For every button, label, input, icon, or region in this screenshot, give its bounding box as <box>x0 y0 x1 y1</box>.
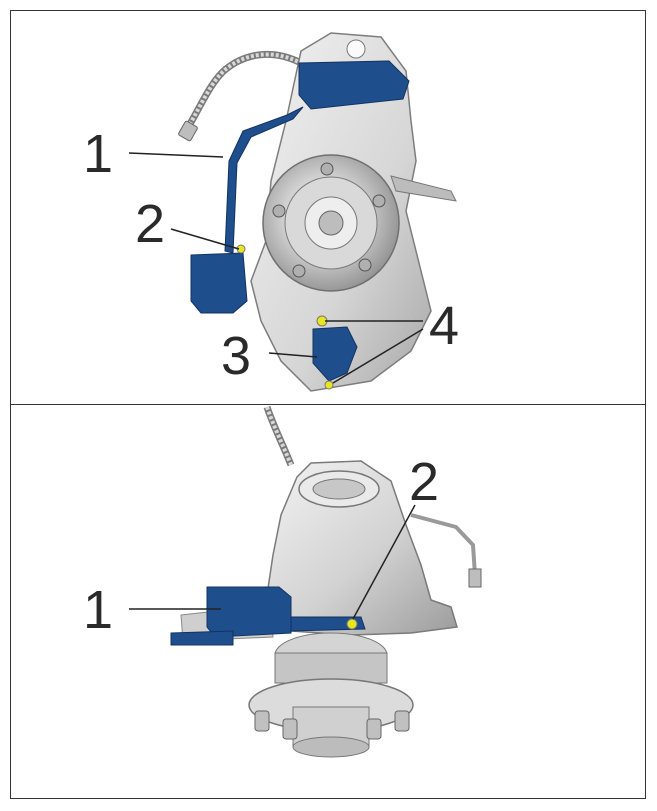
callout-1: 1 <box>83 124 114 184</box>
callout-3: 3 <box>221 326 252 386</box>
callout-2: 2 <box>135 194 166 254</box>
brake-hose <box>263 405 295 467</box>
marker-2 <box>346 618 358 630</box>
callout-2: 2 <box>409 452 440 512</box>
shield-left <box>190 252 248 314</box>
bottom-illustration <box>129 405 482 758</box>
wheel-hub <box>262 154 400 292</box>
bottom-panel: 1 2 <box>11 405 645 798</box>
top-leader-lines <box>128 152 424 384</box>
brake-line-fitting <box>468 568 482 588</box>
shield-3 <box>312 326 358 382</box>
bottom-leader-lines <box>129 504 416 620</box>
wheel-hub <box>248 632 414 758</box>
top-illustration <box>128 32 457 392</box>
shield-1-bracket <box>224 106 304 254</box>
top-panel: 1 2 3 4 <box>11 11 645 404</box>
brake-line <box>410 513 477 576</box>
brake-hose <box>178 50 303 142</box>
shield-1 <box>170 586 366 646</box>
callout-1: 1 <box>83 580 114 640</box>
marker-4b <box>324 380 334 390</box>
upper-shield <box>298 60 410 110</box>
callout-4: 4 <box>429 296 460 356</box>
panel-divider <box>10 404 646 405</box>
